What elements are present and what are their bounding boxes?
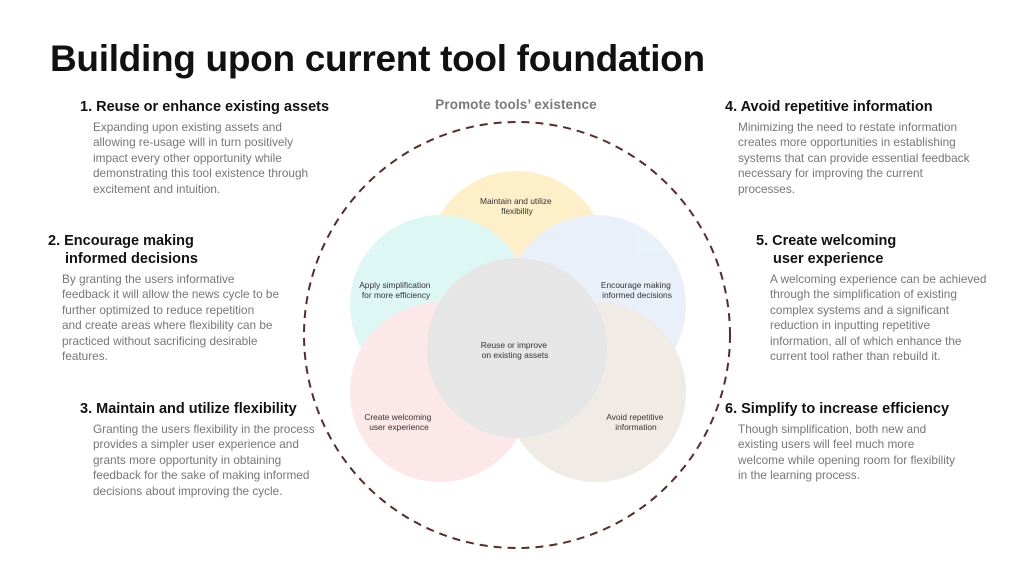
item-body: By granting the users informative feedba… (48, 272, 298, 364)
item-avoid-repetition: 4. Avoid repetitive information Minimizi… (725, 98, 995, 197)
venn-label-line: Avoid repetitive (606, 412, 663, 422)
item-body-line: existing users will feel much more (738, 437, 915, 452)
venn-label-encourage: Encourage making informed decisions (601, 280, 673, 300)
venn-label-line: on existing assets (482, 350, 549, 360)
item-body-line: reduction in inputting repetitive (770, 318, 931, 333)
item-heading-line: 3. Maintain and utilize flexibility (80, 401, 297, 417)
item-body-line: Minimizing the need to restate informati… (738, 120, 958, 134)
item-body-line: Though simplification, both new and (738, 422, 927, 436)
item-body-line: impact every other opportunity while (93, 150, 282, 165)
venn-label-line: Encourage making (601, 280, 671, 290)
venn-label-line: Reuse or improve (481, 340, 547, 350)
venn-label-line: Create welcoming (364, 412, 431, 422)
item-body-line: excitement and intuition. (93, 181, 221, 196)
item-body-line: current tool rather than rebuild it. (770, 349, 941, 364)
item-body-line: further optimized to reduce repetition (62, 302, 255, 317)
circle-reuse (427, 258, 607, 438)
item-body-line: Granting the users flexibility in the pr… (93, 422, 315, 436)
item-heading-line: 4. Avoid repetitive information (725, 99, 933, 115)
item-body-line: demonstrating this tool existence throug… (93, 166, 309, 181)
venn-label-apply: Apply simplification for more efficiency (359, 280, 433, 300)
item-heading: 1. Reuse or enhance existing assets (80, 98, 340, 116)
item-heading: 2. Encourage making informed decisions (48, 232, 298, 268)
item-body: Expanding upon existing assets and allow… (80, 120, 340, 197)
venn-label-avoid: Avoid repetitive information (606, 412, 665, 432)
venn-label-line: informed decisions (602, 290, 672, 300)
item-body-line: By granting the users informative (62, 272, 235, 286)
item-welcoming-experience: 5. Create welcoming user experience A we… (756, 232, 1006, 364)
item-heading-line: 2. Encourage making (48, 233, 194, 249)
item-body-line: information, all of which enhance the (770, 333, 962, 348)
item-heading-line: user experience (773, 251, 884, 267)
item-body-line: feedback for the sake of making informed (93, 468, 310, 483)
item-body: A welcoming experience can be achieved t… (756, 272, 1006, 364)
venn-label-line: flexibility (501, 206, 533, 216)
item-body: Minimizing the need to restate informati… (725, 120, 995, 197)
item-flexibility: 3. Maintain and utilize flexibility Gran… (80, 400, 340, 499)
venn-label-line: Apply simplification (359, 280, 431, 290)
venn-label-create: Create welcoming user experience (364, 412, 433, 432)
item-body-line: grants more opportunity in obtaining (93, 452, 282, 467)
item-body-line: A welcoming experience can be achieved (770, 272, 987, 286)
item-heading: 5. Create welcoming user experience (756, 232, 1006, 268)
item-body-line: allowing re-usage will in turn positivel… (93, 135, 293, 150)
item-body-line: processes. (738, 181, 796, 196)
item-body-line: complex systems and a significant (770, 302, 949, 317)
page-title: Building upon current tool foundation (50, 38, 705, 79)
item-heading: 3. Maintain and utilize flexibility (80, 400, 340, 418)
item-body-line: feedback it will allow the news cycle to… (62, 287, 280, 302)
venn-label-reuse: Reuse or improve on existing assets (481, 340, 549, 360)
venn-label-line: Maintain and utilize (480, 196, 552, 206)
item-reuse-assets: 1. Reuse or enhance existing assets Expa… (80, 98, 340, 197)
item-heading-line: informed decisions (65, 251, 198, 267)
item-body-line: creates more opportunities in establishi… (738, 135, 956, 150)
item-body: Though simplification, both new and exis… (725, 422, 995, 484)
item-informed-decisions: 2. Encourage making informed decisions B… (48, 232, 298, 364)
item-body-line: welcome while opening room for flexibili… (738, 452, 956, 467)
item-heading: 4. Avoid repetitive information (725, 98, 995, 116)
item-body-line: decisions about improving the cycle. (93, 483, 283, 498)
item-body-line: features. (62, 349, 108, 364)
item-body-line: necessary for improving the current (738, 166, 923, 181)
item-body-line: Expanding upon existing assets and (93, 120, 282, 134)
item-body-line: and create areas where flexibility can b… (62, 318, 273, 333)
venn-label-maintain: Maintain and utilize flexibility (480, 196, 554, 216)
item-body-line: practiced without sacrificing desirable (62, 333, 258, 348)
item-heading-line: 5. Create welcoming (756, 233, 897, 249)
item-body-line: systems that can provide essential feedb… (738, 150, 970, 165)
venn-label-line: for more efficiency (362, 290, 431, 300)
venn-label-line: user experience (369, 422, 429, 432)
outer-circle-label: Promote tools’ existence (435, 97, 597, 112)
item-simplify-efficiency: 6. Simplify to increase efficiency Thoug… (725, 400, 995, 484)
outer-dashed-circle (303, 121, 731, 549)
item-body-line: provides a simpler user experience and (93, 437, 299, 452)
item-heading-line: 1. Reuse or enhance existing assets (80, 99, 330, 115)
item-body-line: in the learning process. (738, 468, 860, 483)
venn-label-line: information (615, 422, 657, 432)
item-body: Granting the users flexibility in the pr… (80, 422, 340, 499)
item-heading-line: 6. Simplify to increase efficiency (725, 401, 950, 417)
item-heading: 6. Simplify to increase efficiency (725, 400, 995, 418)
item-body-line: through the simplification of existing (770, 287, 957, 302)
